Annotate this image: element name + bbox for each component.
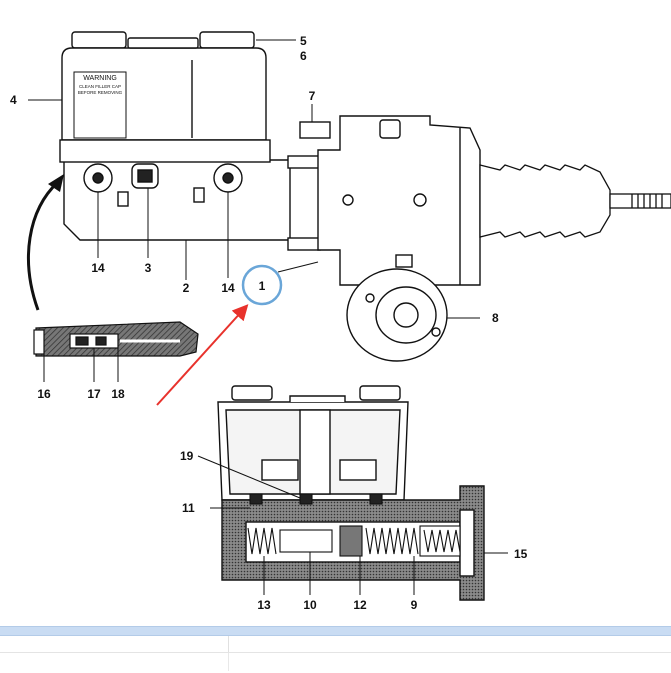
valve-detail: [33, 321, 199, 357]
red-pointer-arrow: [156, 304, 249, 406]
brake-booster: [287, 115, 481, 286]
callout-4: 4: [10, 93, 17, 107]
mounting-flange: [346, 268, 448, 362]
section-reservoir: [217, 385, 409, 501]
section-internals: [247, 493, 461, 557]
callout-9: 9: [411, 598, 418, 612]
callout-labels: 1 2 3 4 5 6 7 8 9 10 11 12 13 14 14 15 1…: [10, 34, 528, 612]
callout-14b: 14: [221, 281, 235, 295]
callout-3: 3: [145, 261, 152, 275]
callout-16: 16: [37, 387, 51, 401]
callout-10: 10: [303, 598, 317, 612]
warning-line-2: BEFORE REMOVING: [78, 90, 123, 95]
callout-18: 18: [111, 387, 125, 401]
master-cylinder-diagram: WARNING CLEAN FILLER CAP BEFORE REMOVING: [10, 31, 671, 612]
warning-line-1: CLEAN FILLER CAP: [79, 84, 121, 89]
callout-19: 19: [180, 449, 194, 463]
callout-8: 8: [492, 311, 499, 325]
callout-13: 13: [257, 598, 271, 612]
callout-5: 5: [300, 34, 307, 48]
table-row: [0, 636, 671, 653]
leader-lines-detail: [43, 348, 119, 382]
boot-and-rod: [479, 164, 671, 238]
callout-11: 11: [182, 501, 195, 515]
callout-1: 1: [259, 279, 266, 293]
table-row: [0, 653, 671, 671]
detail-arrow: [27, 180, 60, 311]
callout-15: 15: [514, 547, 528, 561]
callout-17: 17: [87, 387, 101, 401]
detail-arrow-head: [48, 174, 64, 192]
callout-12: 12: [353, 598, 367, 612]
cylinder-body: [59, 139, 291, 241]
table-header-bar: [0, 626, 671, 636]
warning-title: WARNING: [83, 75, 117, 82]
highlight-circle: [241, 264, 283, 306]
table-strip: [0, 626, 671, 673]
callout-7: 7: [309, 89, 316, 103]
callout-2: 2: [183, 281, 190, 295]
callout-14a: 14: [91, 261, 105, 275]
leader-lines-lower: [197, 455, 508, 595]
warning-label: WARNING CLEAN FILLER CAP BEFORE REMOVING: [73, 71, 127, 139]
callout-6: 6: [300, 49, 307, 63]
leader-lines-upper: [28, 39, 480, 319]
